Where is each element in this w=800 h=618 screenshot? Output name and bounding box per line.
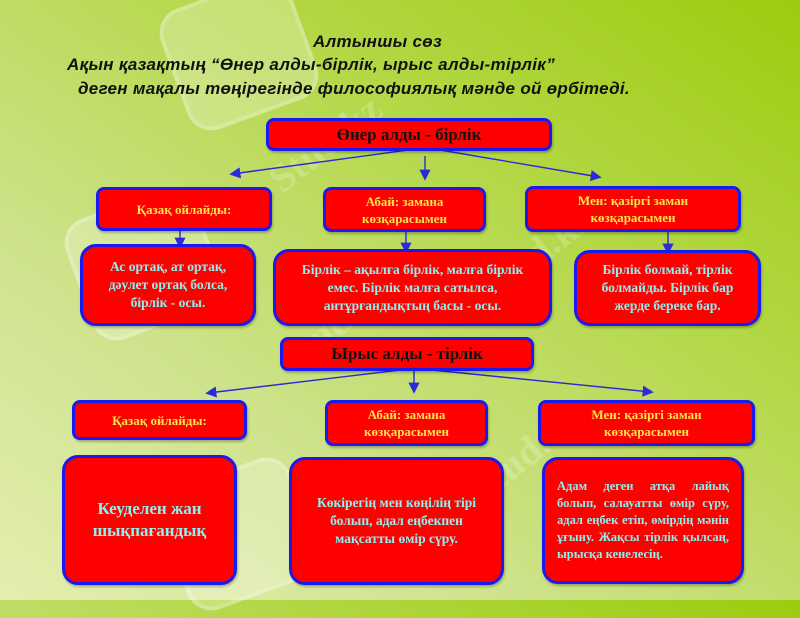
body-text: Көкірегің мен көңілің тірі болып, адал е… (316, 495, 477, 546)
my-view-body-1: Бірлік болмай, тірлік болмайды. Бірлік б… (574, 250, 761, 326)
abai-view-body-2: Көкірегің мен көңілің тірі болып, адал е… (289, 457, 504, 585)
my-view-heading-1: Мен: қазіргі заман көзқарасымен (525, 186, 741, 232)
body-text: Бірлік – ақылға бірлік, малға бірлік еме… (301, 261, 524, 313)
kazak-thinks-heading-1: Қазақ ойлайды: (96, 187, 272, 231)
slide-subtitle-line2: деген мақалы төңірегінде философиялық мә… (78, 79, 630, 98)
slide-subtitle-line1: Ақын қазақтың “Өнер алды-бірлік, ырыс ал… (67, 55, 556, 74)
kazak-thinks-body-1: Ас ортақ, ат ортақ, дәулет ортақ болса, … (80, 244, 256, 326)
body-text: Ас ортақ, ат ортақ, дәулет ортақ болса, … (108, 259, 228, 310)
body-text: Адам деген атқа лайық болып, салауатты ө… (557, 479, 729, 561)
header-oner-aldy-birlik: Өнер алды - бірлік (266, 118, 552, 151)
kazak-thinks-heading-2: Қазақ ойлайды: (72, 400, 247, 440)
kazak-thinks-body-2: Кеуделен жан шықпағандық (62, 455, 237, 585)
heading-label: Мен: қазіргі заман көзқарасымен (591, 407, 702, 439)
header-label: Ырыс алды - тірлік (331, 344, 483, 363)
heading-label: Қазақ ойлайды: (136, 201, 232, 217)
connector-arrows (174, 149, 674, 398)
header-yrys-aldy-tirlik: Ырыс алды - тірлік (280, 337, 534, 371)
my-view-body-2: Адам деген атқа лайық болып, салауатты ө… (542, 457, 744, 584)
heading-label: Мен: қазіргі заман көзқарасымен (577, 193, 689, 225)
abai-view-heading-2: Абай: замана көзқарасымен (325, 400, 488, 446)
abai-view-body-1: Бірлік – ақылға бірлік, малға бірлік еме… (273, 249, 552, 326)
header-label: Өнер алды - бірлік (336, 124, 482, 144)
my-view-heading-2: Мен: қазіргі заман көзқарасымен (538, 400, 755, 446)
slide-title: Алтыншы сөз (313, 32, 442, 51)
heading-label: Абай: замана көзқарасымен (362, 193, 447, 226)
heading-label: Қазақ ойлайды: (112, 412, 207, 428)
heading-label: Абай: замана көзқарасымен (364, 407, 449, 439)
body-text: Бірлік болмай, тірлік болмайды. Бірлік б… (601, 262, 734, 313)
abai-view-heading-1: Абай: замана көзқарасымен (323, 187, 486, 232)
body-text: Кеуделен жан шықпағандық (92, 499, 207, 540)
